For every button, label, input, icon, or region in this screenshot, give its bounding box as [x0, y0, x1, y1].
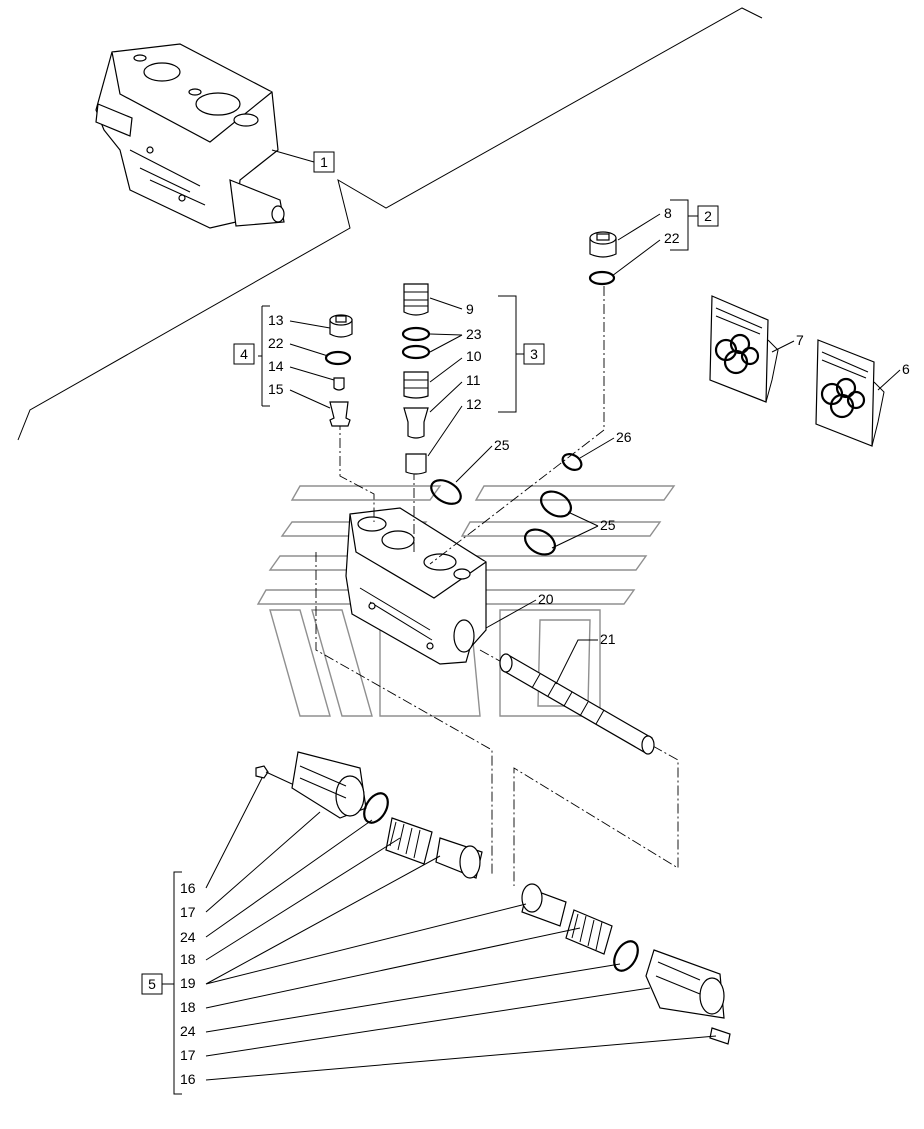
label-25-a: 25 [494, 437, 510, 453]
g3-label-4: 12 [466, 396, 482, 412]
g3-label-3: 11 [466, 372, 481, 388]
label-20: 20 [538, 591, 554, 607]
callout-3: 3 [530, 346, 538, 362]
end-cap-left [255, 751, 483, 879]
g5-label-7: 17 [180, 1047, 196, 1063]
valve-assembly-overview [95, 43, 285, 229]
seal-kit-bag-7 [709, 295, 779, 403]
g2-label-0: 8 [664, 205, 672, 221]
g3-label-0: 9 [466, 301, 474, 317]
callout-4: 4 [240, 346, 248, 362]
o-ring-26 [561, 453, 583, 471]
label-25-b: 25 [600, 517, 616, 533]
group3-parts [401, 283, 431, 475]
g5-label-2: 24 [180, 929, 196, 945]
valve-section-body [345, 507, 487, 665]
o-ring-25-a [430, 479, 462, 505]
spool-21 [499, 653, 655, 755]
g4-label-2: 14 [268, 358, 284, 374]
group2-parts [588, 231, 617, 286]
seal-kit-bag-6 [815, 339, 885, 447]
g5-label-8: 16 [180, 1071, 196, 1087]
label-21: 21 [600, 631, 616, 647]
g4-label-1: 22 [268, 335, 284, 351]
o-ring-25-c [523, 528, 557, 556]
callout-2: 2 [704, 208, 712, 224]
kit-label-6: 6 [902, 361, 910, 377]
callout-box-1 [313, 151, 335, 173]
g5-label-6: 24 [180, 1023, 196, 1039]
g5-label-0: 16 [180, 880, 196, 896]
g2-label-1: 22 [664, 230, 680, 246]
callout-5: 5 [148, 976, 156, 992]
o-ring-25-b [539, 490, 573, 518]
g5-label-4: 19 [180, 975, 196, 991]
g4-label-0: 13 [268, 312, 284, 328]
g5-label-3: 18 [180, 951, 196, 967]
break-line [17, 7, 763, 441]
g5-label-1: 17 [180, 904, 196, 920]
g3-label-2: 10 [466, 348, 482, 364]
end-cap-right [521, 883, 731, 1045]
group4-parts [324, 314, 353, 427]
g3-label-1: 23 [466, 326, 482, 342]
kit-label-7: 7 [796, 332, 804, 348]
callout-1: 1 [320, 154, 328, 170]
label-26: 26 [616, 429, 632, 445]
g5-label-5: 18 [180, 999, 196, 1015]
g4-label-3: 15 [268, 381, 284, 397]
